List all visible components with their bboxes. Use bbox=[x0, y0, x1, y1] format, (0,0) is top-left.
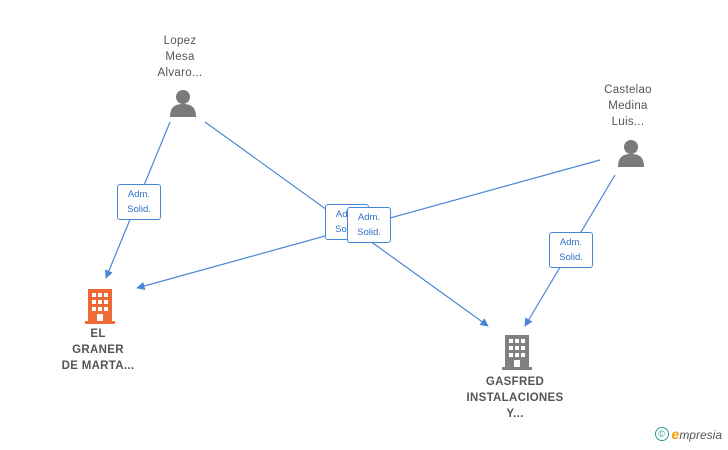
brand-name: mpresia bbox=[679, 428, 722, 442]
node-label-graner[interactable]: EL GRANER DE MARTA... bbox=[48, 326, 148, 374]
node-label-line: Y... bbox=[506, 408, 524, 420]
node-label-line: Castelao bbox=[604, 84, 652, 96]
edge-label-line: Adm. bbox=[559, 237, 583, 248]
node-label-line: INSTALACIONES bbox=[466, 392, 564, 404]
node-label-line: DE MARTA... bbox=[61, 360, 135, 372]
person-icon[interactable] bbox=[168, 88, 198, 118]
copyright-icon: © bbox=[654, 427, 669, 441]
edge-label-line: Adm. bbox=[127, 189, 151, 200]
node-label-line: Luis... bbox=[611, 116, 645, 128]
edge-label-line: Solid. bbox=[559, 252, 583, 263]
building-icon[interactable] bbox=[502, 334, 532, 370]
node-label-lopez[interactable]: Lopez Mesa Alvaro... bbox=[140, 33, 220, 81]
edge-label-lopez-graner[interactable]: Adm. Solid. bbox=[117, 184, 161, 220]
edge-label-line: Solid. bbox=[127, 204, 151, 215]
node-label-line: Alvaro... bbox=[157, 67, 203, 79]
edge-label-castelao-graner[interactable]: Adm. Solid. bbox=[347, 207, 391, 243]
edge-label-line: Solid. bbox=[330, 222, 364, 237]
node-label-gasfred[interactable]: GASFRED INSTALACIONES Y... bbox=[455, 374, 575, 422]
node-label-line: Lopez bbox=[163, 35, 197, 47]
node-label-line: Mesa bbox=[165, 51, 195, 63]
brand-logo: empresia bbox=[672, 426, 722, 442]
edge-label-line: Adm. bbox=[357, 212, 381, 223]
node-label-line: Medina bbox=[608, 100, 648, 112]
building-icon[interactable] bbox=[85, 288, 115, 324]
node-label-line: GASFRED bbox=[485, 376, 545, 388]
node-label-line: EL bbox=[90, 328, 106, 340]
node-label-castelao[interactable]: Castelao Medina Luis... bbox=[588, 82, 668, 130]
edge-label-castelao-gasfred[interactable]: Adm. Solid. bbox=[549, 232, 593, 268]
brand-watermark: © empresia bbox=[654, 426, 722, 442]
person-icon[interactable] bbox=[616, 138, 646, 168]
brand-initial: e bbox=[671, 426, 680, 442]
node-label-line: GRANER bbox=[72, 344, 124, 356]
edge-label-line: Solid. bbox=[357, 227, 381, 238]
